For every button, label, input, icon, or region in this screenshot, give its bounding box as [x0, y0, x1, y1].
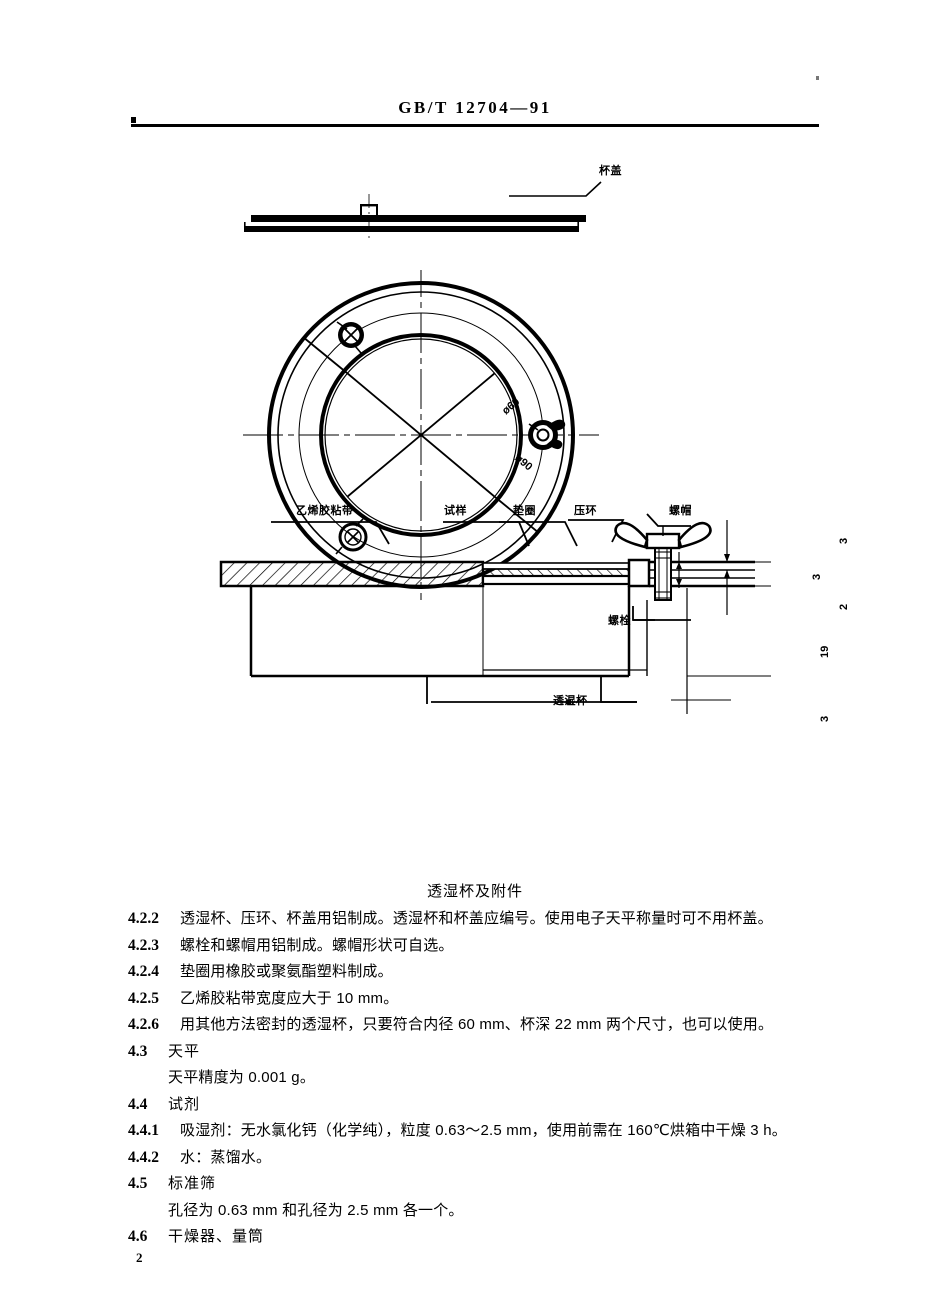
- dimension-base: 3: [819, 715, 831, 722]
- figure-caption: 透湿杯及附件: [426, 883, 523, 900]
- page-number: 2: [136, 1250, 143, 1265]
- clause-4-5-body: 孔径为 0.63 mm 和孔径为 2.5 mm 各一个。: [128, 1198, 840, 1225]
- clause-4-2-5: 4.2.5 乙烯胶粘带宽度应大于 10 mm。: [128, 986, 840, 1013]
- clause-number: 4.2.2: [128, 910, 159, 927]
- label-cup: 透湿杯: [553, 695, 588, 707]
- dimension-depth: 19: [819, 645, 831, 658]
- clause-text: 干燥器、量筒: [168, 1228, 265, 1245]
- label-gasket: 垫圈: [513, 505, 536, 517]
- clause-4-2-4: 4.2.4 垫圈用橡胶或聚氨酯塑料制成。: [128, 959, 840, 986]
- clause-text: 垫圈用橡胶或聚氨酯塑料制成。: [180, 963, 393, 980]
- clause-4-6: 4.6 干燥器、量筒: [128, 1224, 840, 1251]
- page-title: GB/T 12704—91: [398, 98, 552, 117]
- label-press-ring: 压环: [574, 505, 597, 517]
- clause-text: 乙烯胶粘带宽度应大于 10 mm。: [180, 989, 399, 1007]
- clause-text: 天平精度为 0.001 g。: [168, 1069, 316, 1086]
- clause-4-5: 4.5 标准筛: [128, 1171, 840, 1198]
- clause-number: 4.2.3: [128, 936, 159, 954]
- crop-mark-top-right: [816, 76, 819, 80]
- clause-4-4-2: 4.4.2 水：蒸馏水。: [128, 1145, 840, 1172]
- clause-text: 螺栓和螺帽用铝制成。螺帽形状可自选。: [180, 936, 454, 954]
- clause-4-4-1: 4.4.1 吸湿剂：无水氯化钙（化学纯），粒度 0.63～2.5 mm，使用前需在…: [128, 1118, 840, 1145]
- clause-text: 试剂: [168, 1095, 201, 1113]
- clause-number: 4.4.1: [128, 1122, 159, 1139]
- dimension-nut-height: 2: [838, 603, 850, 610]
- clause-number: 4.5: [128, 1175, 148, 1192]
- clause-number: 4.2.6: [128, 1016, 159, 1033]
- dimension-flange: 3: [811, 573, 823, 580]
- clause-text: 孔径为 0.63 mm 和孔径为 2.5 mm 各一个。: [168, 1201, 464, 1219]
- label-nut: 螺帽: [669, 505, 692, 517]
- header-divider: [131, 124, 819, 127]
- clause-4-4: 4.4 试剂: [128, 1092, 840, 1119]
- technical-figure: 杯盖: [131, 140, 850, 880]
- clause-4-2-6: 4.2.6 用其他方法密封的透湿杯，只要符合内径 60 mm、杯深 22 mm 两…: [128, 1012, 840, 1039]
- crop-mark-top-left: [131, 117, 136, 123]
- lid-side-view: [244, 181, 602, 242]
- clause-text: 透湿杯、压环、杯盖用铝制成。透湿杯和杯盖应编号。使用电子天平称量时可不用杯盖。: [180, 910, 773, 927]
- clause-number: 4.2.5: [128, 989, 159, 1007]
- clause-text: 用其他方法密封的透湿杯，只要符合内径 60 mm、杯深 22 mm 两个尺寸，也…: [180, 1016, 774, 1033]
- plan-view: [243, 270, 599, 600]
- dimension-top: 3: [838, 537, 850, 544]
- label-tape: 乙烯胶粘带: [296, 505, 354, 517]
- label-specimen: 试样: [444, 505, 467, 517]
- clause-number: 4.3: [128, 1042, 148, 1060]
- label-bolt: 螺栓: [608, 615, 631, 627]
- clause-number: 4.6: [128, 1228, 148, 1245]
- clause-list: 4.2.2 透湿杯、压环、杯盖用铝制成。透湿杯和杯盖应编号。使用电子天平称量时可不…: [128, 906, 840, 1251]
- clause-text: 天平: [168, 1042, 201, 1060]
- clause-text: 水：蒸馏水。: [180, 1148, 272, 1166]
- clause-number: 4.2.4: [128, 963, 159, 980]
- label-lid: 杯盖: [599, 165, 622, 177]
- clause-number: 4.4.2: [128, 1148, 159, 1166]
- clause-4-2-3: 4.2.3 螺栓和螺帽用铝制成。螺帽形状可自选。: [128, 933, 840, 960]
- clause-text: 吸湿剂：无水氯化钙（化学纯），粒度 0.63～2.5 mm，使用前需在 160℃…: [180, 1122, 787, 1139]
- clause-4-2-2: 4.2.2 透湿杯、压环、杯盖用铝制成。透湿杯和杯盖应编号。使用电子天平称量时可不…: [128, 906, 840, 933]
- clause-number: 4.4: [128, 1095, 148, 1113]
- clause-4-3-body: 天平精度为 0.001 g。: [128, 1065, 840, 1092]
- cross-section-view: [219, 513, 771, 714]
- clause-4-3: 4.3 天平: [128, 1039, 840, 1066]
- clause-text: 标准筛: [168, 1175, 217, 1192]
